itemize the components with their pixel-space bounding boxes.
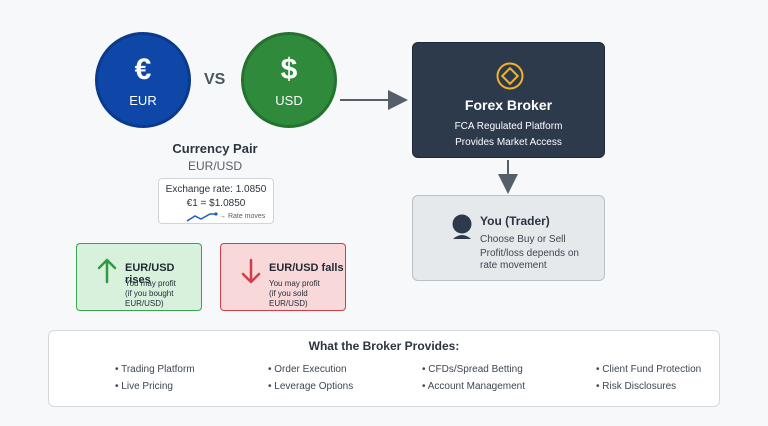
broker-title: Forex Broker — [464, 97, 553, 113]
rise-line: EUR/USD) — [125, 299, 164, 308]
provides-title: What the Broker Provides: — [308, 339, 460, 353]
fall-text: You may profit (if you sold EUR/USD) — [269, 279, 320, 309]
broker-line-1: FCA Regulated Platform — [454, 121, 563, 132]
fall-line: (if you sold — [269, 289, 308, 298]
provides-item: • Risk Disclosures — [596, 381, 677, 392]
provides-item: • Client Fund Protection — [596, 364, 702, 375]
fall-outcome-box: EUR/USD falls You may profit (if you sol… — [220, 243, 346, 311]
fall-line: EUR/USD) — [269, 299, 308, 308]
currency-pair-subtitle: EUR/USD — [187, 159, 242, 173]
eur-code: EUR — [129, 93, 157, 108]
rise-text: You may profit (if you bought EUR/USD) — [125, 279, 176, 309]
rise-line: (if you bought — [125, 289, 174, 298]
dollar-symbol: $ — [280, 53, 298, 86]
forex-broker-box: Forex Broker FCA Regulated Platform Prov… — [412, 42, 605, 158]
arrow-down-icon — [241, 258, 261, 284]
trader-box: You (Trader) Choose Buy or Sell Profit/l… — [412, 195, 605, 281]
euro-symbol: € — [134, 53, 152, 86]
provides-item: • Trading Platform — [115, 364, 195, 375]
vs-label: VS — [204, 71, 226, 88]
trader-title: You (Trader) — [480, 214, 550, 228]
rise-title: EUR/USD rises — [125, 262, 175, 286]
provides-item: • CFDs/Spread Betting — [422, 364, 523, 375]
currency-pair-title: Currency Pair — [172, 141, 258, 156]
broker-provides-panel: What the Broker Provides: • Trading Plat… — [48, 330, 720, 407]
rate-moves-label: → Rate moves — [219, 213, 266, 220]
provides-item: • Live Pricing — [115, 381, 173, 392]
trader-line-2: Profit/loss depends on — [480, 248, 579, 259]
provides-item: • Account Management — [422, 381, 526, 392]
fall-line: You may profit — [269, 279, 320, 288]
trader-line-3: rate movement — [480, 260, 547, 271]
usd-circle: $ USD — [241, 32, 337, 128]
fall-title: EUR/USD falls — [269, 262, 344, 274]
trader-line-1: Choose Buy or Sell — [480, 234, 566, 245]
exchange-rate-box: Exchange rate: 1.0850 €1 = $1.0850 → Rat… — [158, 178, 274, 224]
trend-line-icon — [186, 212, 218, 222]
rise-line: You may profit — [125, 279, 176, 288]
user-avatar-icon — [452, 214, 472, 239]
diamond-coin-icon — [496, 62, 524, 90]
exchange-rate-equation: €1 = $1.0850 — [186, 198, 246, 209]
exchange-rate-text: Exchange rate: 1.0850 — [165, 184, 267, 195]
eur-circle: € EUR — [95, 32, 191, 128]
provides-item: • Leverage Options — [268, 381, 354, 392]
arrow-up-icon — [97, 258, 117, 284]
rise-outcome-box: EUR/USD rises You may profit (if you bou… — [76, 243, 202, 311]
usd-code: USD — [275, 93, 303, 108]
broker-line-2: Provides Market Access — [455, 137, 562, 148]
provides-item: • Order Execution — [268, 364, 347, 375]
